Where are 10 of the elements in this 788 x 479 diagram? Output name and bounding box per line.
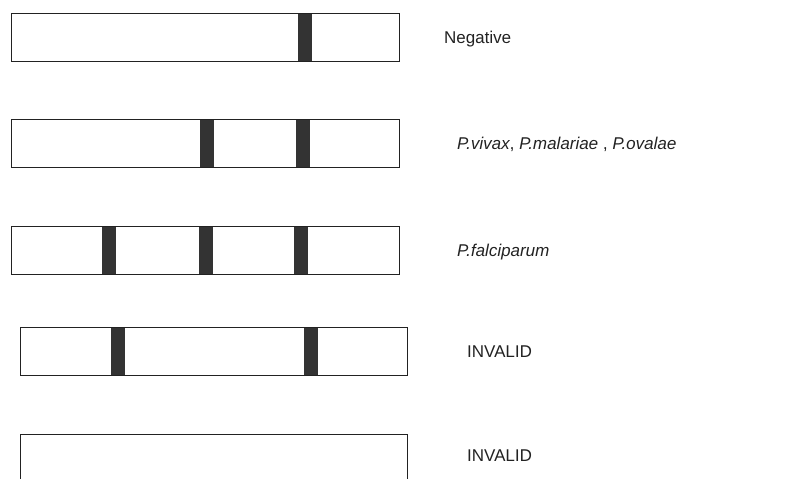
test-strip bbox=[11, 13, 400, 62]
test-strip bbox=[20, 434, 408, 479]
test-strip bbox=[11, 119, 400, 168]
result-label: INVALID bbox=[467, 342, 532, 362]
result-label: INVALID bbox=[467, 446, 532, 466]
result-label: Negative bbox=[444, 28, 512, 48]
test-strip bbox=[20, 327, 408, 376]
result-label: P.vivax, P.malariae , P.ovalae bbox=[457, 134, 676, 154]
test-strip bbox=[11, 226, 400, 275]
result-label: P.falciparum bbox=[457, 241, 550, 261]
